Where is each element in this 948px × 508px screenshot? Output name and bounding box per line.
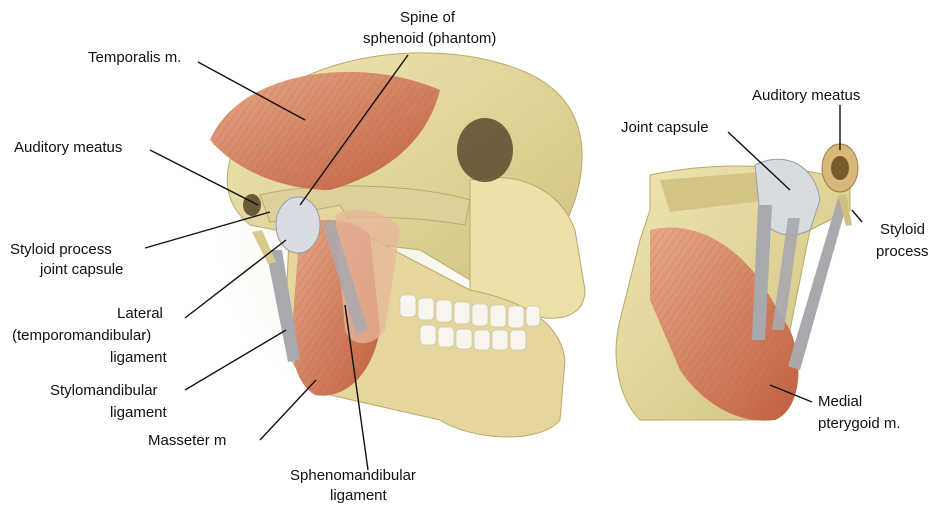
- label-medial-line2: pterygoid m.: [818, 415, 901, 432]
- label-medial-line1: Medial: [818, 393, 862, 410]
- label-stylomandibular-line1: Stylomandibular: [50, 382, 158, 399]
- label-lateral-line3: ligament: [110, 349, 168, 366]
- label-spine-line1: Spine of: [400, 9, 456, 26]
- label-auditory-meatus-left: Auditory meatus: [14, 139, 122, 156]
- medial-view: [616, 144, 858, 421]
- auditory-meatus-left: [243, 194, 261, 216]
- label-lateral-line1: Lateral: [117, 305, 163, 322]
- label-styloid-joint-line1: Styloid process: [10, 241, 112, 258]
- label-joint-capsule: Joint capsule: [621, 119, 709, 136]
- label-auditory-meatus-right: Auditory meatus: [752, 87, 860, 104]
- skull-lateral-view: [210, 53, 585, 437]
- label-masseter: Masseter m: [148, 432, 226, 449]
- joint-capsule-left: [276, 197, 320, 253]
- label-styloid-right-line1: Styloid: [880, 221, 925, 238]
- label-lateral-line2: (temporomandibular): [12, 327, 151, 344]
- orbit: [457, 118, 513, 182]
- label-spheno-line1: Sphenomandibular: [290, 467, 416, 484]
- label-styloid-right-line2: process: [876, 243, 929, 260]
- label-spheno-line2: ligament: [330, 487, 388, 504]
- label-spine-line2: sphenoid (phantom): [363, 30, 496, 47]
- label-temporalis: Temporalis m.: [88, 49, 181, 66]
- label-styloid-joint-line2: joint capsule: [39, 261, 123, 278]
- label-stylomandibular-line2: ligament: [110, 404, 168, 421]
